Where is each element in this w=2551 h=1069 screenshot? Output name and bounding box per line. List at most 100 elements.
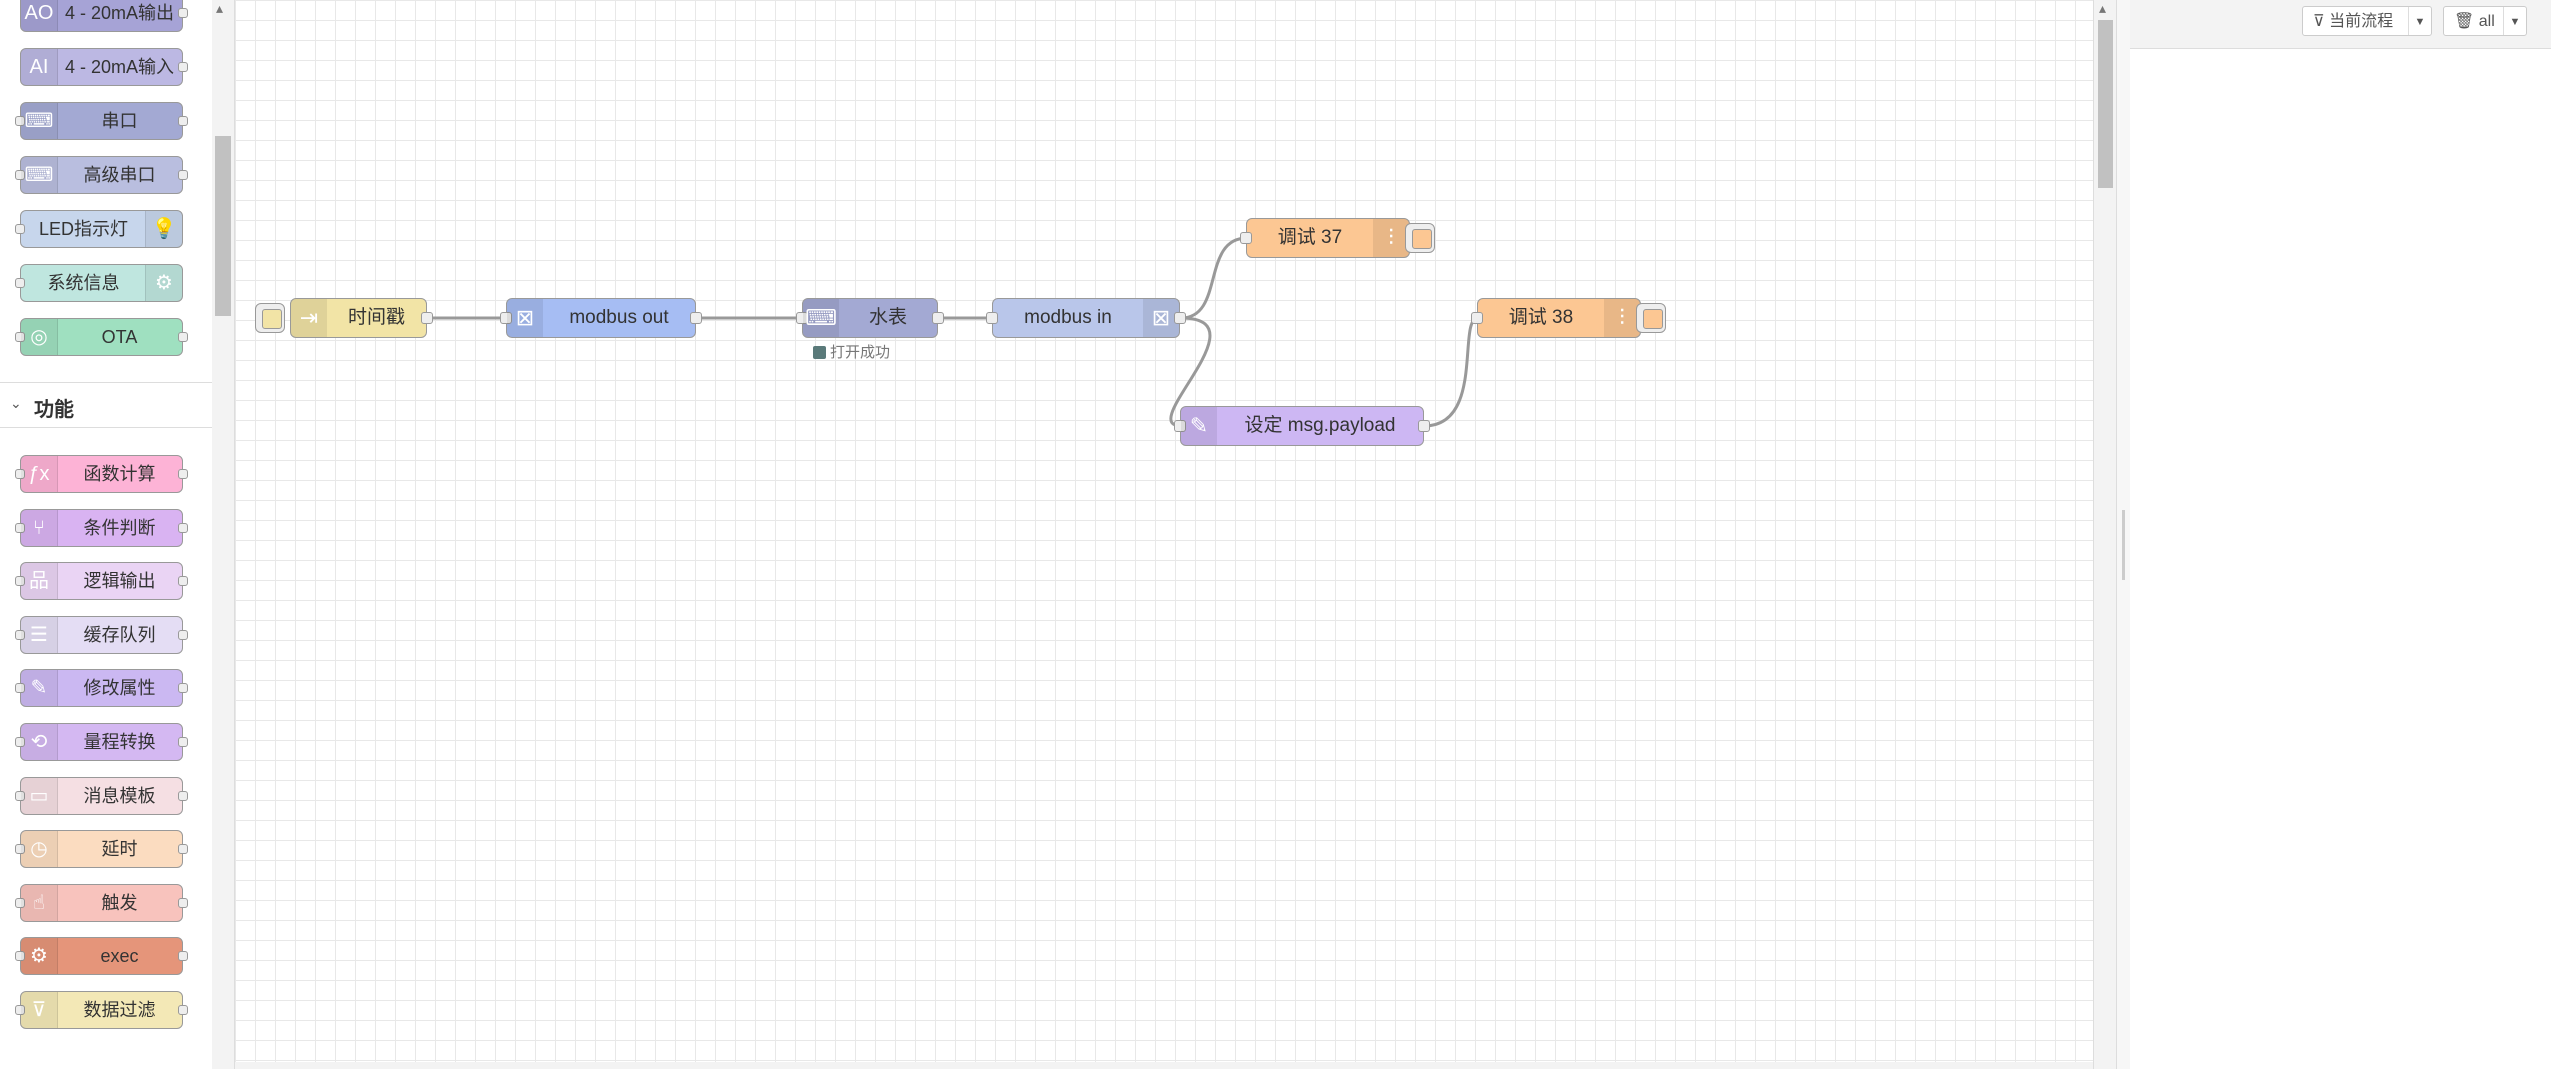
flow-node-water-meter[interactable]: ⌨ 水表 xyxy=(796,298,944,338)
palette-node[interactable]: 品逻辑输出 xyxy=(15,562,188,601)
palette-node-label: OTA xyxy=(101,327,138,347)
palette-node[interactable]: ☰缓存队列 xyxy=(15,615,188,654)
workspace-scrollbar[interactable]: ▴ xyxy=(2093,0,2117,1069)
palette-node-label: LED指示灯 xyxy=(38,219,128,239)
scroll-up-icon[interactable]: ▴ xyxy=(216,0,224,16)
palette-node-label: 系统信息 xyxy=(47,273,120,293)
flow-node-timestamp[interactable]: ⇥ 时间戳 xyxy=(290,298,433,338)
input-port[interactable] xyxy=(1471,312,1483,324)
serial-port-icon: ⌨ xyxy=(21,103,58,139)
palette-node-label: 条件判断 xyxy=(83,517,156,538)
output-port xyxy=(178,522,188,533)
input-port xyxy=(15,522,25,533)
node-label: 调试 38 xyxy=(1508,307,1574,328)
output-port[interactable] xyxy=(932,312,944,324)
input-port xyxy=(15,332,25,342)
node-label: modbus out xyxy=(569,307,669,328)
modbus-icon: ⊠ xyxy=(507,299,543,337)
palette-category-function[interactable]: ⌄ 功能 xyxy=(0,382,212,428)
output-port xyxy=(178,844,188,855)
output-port xyxy=(178,790,188,801)
output-port[interactable] xyxy=(1418,420,1430,432)
filter-icon: ⊽ xyxy=(21,992,58,1028)
output-port xyxy=(178,1005,188,1015)
input-port[interactable] xyxy=(986,312,998,324)
filter-icon: ⊽ xyxy=(2313,13,2325,30)
debug-sidebar: ⊽ 当前流程 ▼ 🗑 all ▼ xyxy=(2130,0,2551,1069)
flow-workspace[interactable]: ⇥ 时间戳 ⊠ modbus out ⌨ 水表 打开成功 modbus in ⊠… xyxy=(235,0,2093,1069)
inject-arrow-icon: ⇥ xyxy=(291,299,327,337)
wires-layer xyxy=(425,236,1479,428)
palette-node-label: 高级串口 xyxy=(83,165,156,185)
palette-scrollbar[interactable]: ▴ xyxy=(212,0,234,1069)
category-label: 功能 xyxy=(34,399,74,421)
palette-node-label: 缓存队列 xyxy=(83,624,156,645)
output-port[interactable] xyxy=(421,312,433,324)
palette-node-label: 函数计算 xyxy=(83,464,156,484)
palette-node[interactable]: ◷延时 xyxy=(15,830,188,869)
wire[interactable] xyxy=(1423,316,1479,428)
debug-toggle-button[interactable] xyxy=(1636,303,1666,333)
palette-node-label: 串口 xyxy=(101,111,138,131)
palette-node-label: 修改属性 xyxy=(83,678,156,699)
scroll-up-icon[interactable]: ▴ xyxy=(2099,0,2107,16)
palette-node[interactable]: ▭消息模板 xyxy=(15,776,188,815)
flow-node-change-payload[interactable]: ✎ 设定 msg.payload xyxy=(1174,406,1430,446)
input-port[interactable] xyxy=(796,312,808,324)
input-port xyxy=(15,790,25,801)
chevron-down-icon: ⌄ xyxy=(10,395,22,411)
sidebar-resize-handle[interactable] xyxy=(2116,0,2131,1069)
flow-node-modbus-in[interactable]: modbus in ⊠ xyxy=(986,298,1186,338)
input-port[interactable] xyxy=(1174,420,1186,432)
palette-node-label: 逻辑输出 xyxy=(83,571,156,592)
lightbulb-icon: 💡 xyxy=(145,211,182,247)
output-port[interactable] xyxy=(690,312,702,324)
flow-node-modbus-out[interactable]: ⊠ modbus out xyxy=(500,298,702,338)
node-label: 水表 xyxy=(868,307,907,328)
scrollbar-thumb[interactable] xyxy=(2098,20,2113,188)
clear-dropdown[interactable]: 🗑 all ▼ xyxy=(2443,6,2527,36)
palette-node-label: 4 - 20mA输出 xyxy=(64,3,175,23)
palette-node[interactable]: ✎修改属性 xyxy=(15,669,188,708)
input-port xyxy=(15,469,25,479)
palette-node[interactable]: ☝触发 xyxy=(15,883,188,922)
palette-node[interactable]: ⟲量程转换 xyxy=(15,723,188,761)
debug-sliders-icon: ⫶ xyxy=(1604,299,1640,337)
filter-dropdown[interactable]: ⊽ 当前流程 ▼ xyxy=(2302,6,2432,36)
caret-down-icon: ▼ xyxy=(2408,7,2431,35)
node-label: 时间戳 xyxy=(347,307,405,328)
palette-node[interactable]: ⑂条件判断 xyxy=(15,508,188,547)
output-port xyxy=(178,737,188,747)
serial-port-icon: ⌨ xyxy=(803,299,839,337)
palette-node[interactable]: ⚙系统信息 xyxy=(15,264,183,302)
output-port[interactable] xyxy=(1174,312,1186,324)
input-port xyxy=(15,897,25,908)
wire[interactable] xyxy=(1180,236,1248,320)
flow-node-debug-38[interactable]: 调试 38 ⫶ xyxy=(1471,298,1641,338)
node-status: 打开成功 xyxy=(813,341,890,362)
palette-node-label: 数据过滤 xyxy=(83,1000,156,1020)
palette-node[interactable]: ⚙exec xyxy=(15,937,188,976)
scrollbar-thumb[interactable] xyxy=(215,136,231,316)
input-port[interactable] xyxy=(500,312,512,324)
output-port xyxy=(178,897,188,908)
wire[interactable] xyxy=(1169,316,1212,428)
palette-node[interactable]: ◎OTA xyxy=(15,318,188,356)
input-port xyxy=(15,683,25,694)
input-port xyxy=(15,1005,25,1015)
inject-trigger-button[interactable] xyxy=(255,303,285,333)
workspace-horizontal-scrollbar[interactable] xyxy=(235,1062,2093,1069)
palette-node[interactable]: 💡 LED指示灯 xyxy=(15,210,183,248)
flow-node-debug-37[interactable]: 调试 37 ⫶ xyxy=(1240,218,1410,258)
palette-node[interactable]: ⌨ 串口 xyxy=(15,102,188,140)
modbus-icon: ⊠ xyxy=(1143,299,1179,337)
palette-node[interactable]: ⊽ 数据过滤 xyxy=(15,991,188,1029)
debug-toggle-button[interactable] xyxy=(1405,223,1435,253)
input-port[interactable] xyxy=(1240,232,1252,244)
filter-label: 当前流程 xyxy=(2329,13,2394,30)
palette-node[interactable]: ⌨高级串口 xyxy=(15,156,188,194)
clear-label: all xyxy=(2478,13,2495,30)
